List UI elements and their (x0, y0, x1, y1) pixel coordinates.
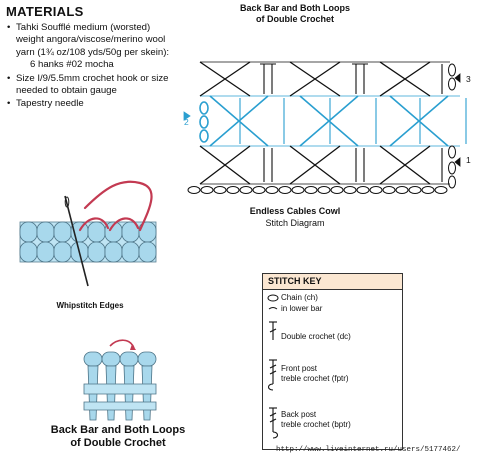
key-chain-label: Chain (ch) (281, 293, 318, 302)
back-post-treble-icon (269, 407, 279, 439)
diagram-title: Endless Cables Cowl (249, 206, 341, 216)
double-crochet-posts (260, 63, 443, 182)
materials-section: MATERIALS Tahki Soufflé medium (worsted)… (6, 4, 186, 112)
top-caption-line-1: Back Bar and Both Loops (239, 3, 350, 13)
materials-list: Tahki Soufflé medium (worsted) weight an… (6, 22, 186, 111)
whipstitch-yarn (78, 180, 153, 232)
materials-needle-line-1: Tapestry needle (16, 98, 84, 110)
bottom-caption-line-1: Back Bar and Both Loops (50, 424, 186, 436)
stitch-diagram (183, 61, 467, 194)
key-fptr-label: Front post treble crochet (fptr) (281, 364, 349, 383)
materials-yarn-line-1: Tahki Soufflé medium (worsted) (16, 22, 151, 33)
key-lower-bar-label: in lower bar (281, 304, 323, 313)
double-crochet-icon (269, 321, 277, 340)
row-label-3: 3 (466, 74, 471, 84)
materials-yarn-quantity: 6 hanks #02 mocha (30, 59, 114, 71)
stitch-key-header: STITCH KEY (263, 274, 402, 290)
diagram-subtitle: Stitch Diagram (265, 218, 325, 228)
back-bar-illustration (83, 339, 157, 421)
materials-yarn-line-2: weight angora/viscose/merino wool (16, 34, 166, 46)
bottom-caption: Back Bar and Both Loops of Double Croche… (18, 424, 218, 450)
bottom-caption-line-2: of Double Crochet (70, 437, 166, 449)
front-post-treble-icon (267, 359, 277, 391)
double-crochet-posts-blue (239, 98, 467, 144)
hook-arrow-icon (109, 339, 135, 349)
stitch-key: STITCH KEY Chain (ch) in lower bar Doubl… (262, 273, 403, 450)
materials-hook-line-1: Size I/9/5.5mm crochet hook or size (16, 72, 169, 84)
materials-heading: MATERIALS (6, 4, 84, 19)
materials-item-hook: Size I/9/5.5mm crochet hook or size need… (7, 72, 186, 98)
stitch-key-symbols (267, 294, 279, 439)
row-label-2: 2 (184, 117, 189, 127)
materials-yarn-line-3: yarn (1¾ oz/108 yds/50g per skein): (16, 46, 170, 58)
cable-crossings-blue (199, 95, 460, 147)
cable-crossings-black (199, 61, 450, 185)
tapestry-needle-icon (64, 195, 89, 287)
key-fptr-line-2: treble crochet (fptr) (281, 373, 349, 383)
top-caption: Back Bar and Both Loops of Double Croche… (220, 3, 370, 25)
whipstitch-illustration (19, 180, 157, 287)
key-bptr-line-2: treble crochet (bptr) (281, 419, 351, 429)
watermark-url: http://www.liveinternet.ru/users/5177462… (276, 446, 461, 454)
row-arrows (183, 73, 461, 167)
foundation-chain (187, 63, 456, 194)
lower-bar-icon (268, 307, 278, 310)
materials-hook-line-2: needed to obtain gauge (16, 85, 117, 97)
key-bptr-line-1: Back post (281, 410, 317, 419)
key-bptr-label: Back post treble crochet (bptr) (281, 410, 351, 429)
key-fptr-line-1: Front post (281, 364, 318, 373)
materials-item-yarn: Tahki Soufflé medium (worsted) weight an… (7, 22, 186, 72)
chain-icon (267, 294, 279, 302)
whipstitch-caption: Whipstitch Edges (56, 301, 124, 310)
top-caption-line-2: of Double Crochet (256, 14, 334, 24)
materials-item-needle: Tapestry needle (7, 98, 186, 111)
row-label-1: 1 (466, 155, 471, 165)
key-dc-label: Double crochet (dc) (281, 332, 351, 341)
